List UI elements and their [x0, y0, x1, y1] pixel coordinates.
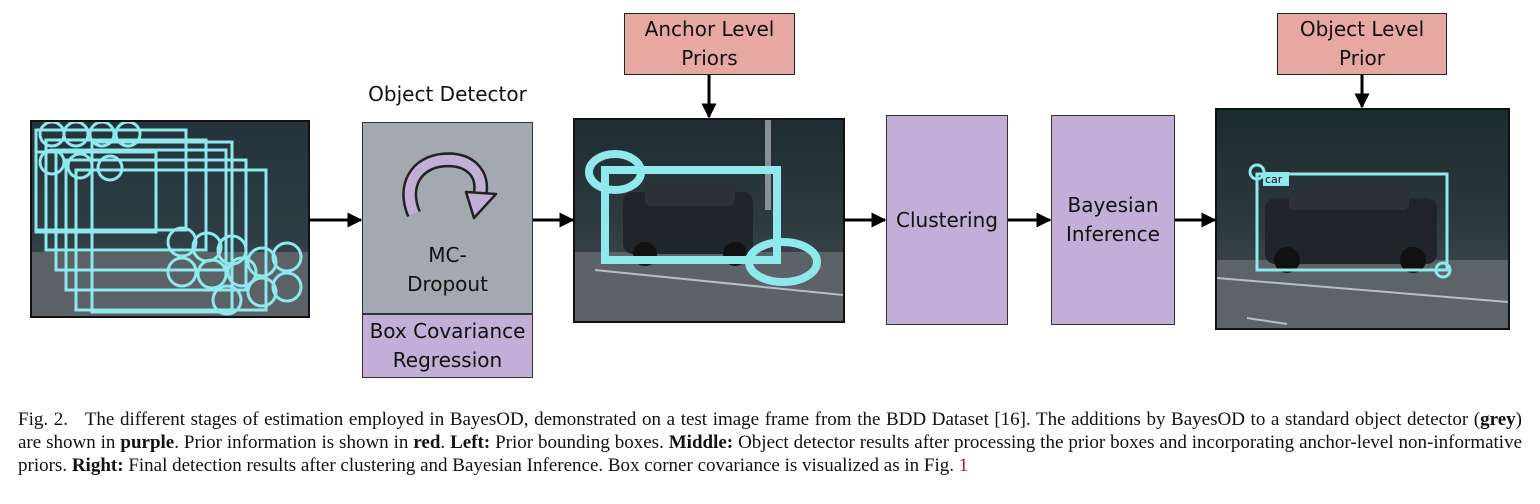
- clustering-box: Clustering: [886, 115, 1008, 325]
- detector-output-image: [573, 118, 845, 323]
- arrows-layer: [310, 75, 1370, 228]
- figure-caption: Fig. 2. The different stages of estimati…: [18, 408, 1522, 477]
- prior-boxes-drawing: [32, 122, 308, 316]
- caption-left: Left:: [450, 432, 491, 453]
- cov-line2: Regression: [392, 348, 503, 372]
- mc-line1: MC-: [428, 243, 467, 267]
- box-covariance-regression: Box Covariance Regression: [362, 314, 533, 378]
- final-detection-image: car: [1215, 108, 1510, 330]
- bayes-line2: Inference: [1066, 222, 1160, 246]
- caption-red: red: [413, 432, 441, 453]
- final-detection-drawing: car: [1217, 110, 1508, 328]
- bayesian-inference-box: Bayesian Inference: [1051, 115, 1175, 325]
- caption-grey: grey: [1480, 409, 1516, 430]
- detector-title: Object Detector: [368, 82, 527, 106]
- prior-boxes-image: [30, 120, 310, 318]
- caption-text-2: ) are shown in: [18, 409, 1522, 453]
- detector-output-drawing: [575, 120, 843, 321]
- circular-arrow-icon: [402, 152, 498, 220]
- figure-ref-link[interactable]: 1: [958, 455, 969, 476]
- bayes-line1: Bayesian: [1067, 193, 1159, 217]
- object-level-prior-box: Object Level Prior: [1277, 13, 1447, 75]
- caption-text-5: Prior bounding boxes.: [490, 432, 669, 453]
- cov-line1: Box Covariance: [369, 319, 526, 343]
- caption-middle: Middle:: [668, 432, 734, 453]
- caption-text-6: Object detector results after processing…: [18, 432, 1523, 476]
- object-prior-line2: Prior: [1339, 46, 1385, 70]
- caption-purple: purple: [120, 432, 175, 453]
- car-tag: car: [1265, 173, 1283, 186]
- caption-text-3: . Prior information is shown in: [174, 432, 414, 453]
- caption-right: Right:: [71, 455, 124, 476]
- caption-text-4: .: [440, 432, 451, 453]
- clustering-label: Clustering: [896, 207, 998, 232]
- caption-text-1: The different stages of estimation emplo…: [84, 409, 1481, 430]
- mc-line2: Dropout: [407, 272, 488, 296]
- object-prior-line1: Object Level: [1299, 17, 1425, 41]
- caption-text-7: Final detection results after clustering…: [123, 455, 959, 476]
- anchor-prior-line1: Anchor Level: [644, 17, 775, 41]
- fig-label: Fig. 2.: [18, 409, 68, 430]
- anchor-prior-line2: Priors: [681, 46, 738, 70]
- mc-dropout-label: MC- Dropout: [362, 241, 533, 299]
- anchor-level-priors-box: Anchor Level Priors: [624, 13, 795, 75]
